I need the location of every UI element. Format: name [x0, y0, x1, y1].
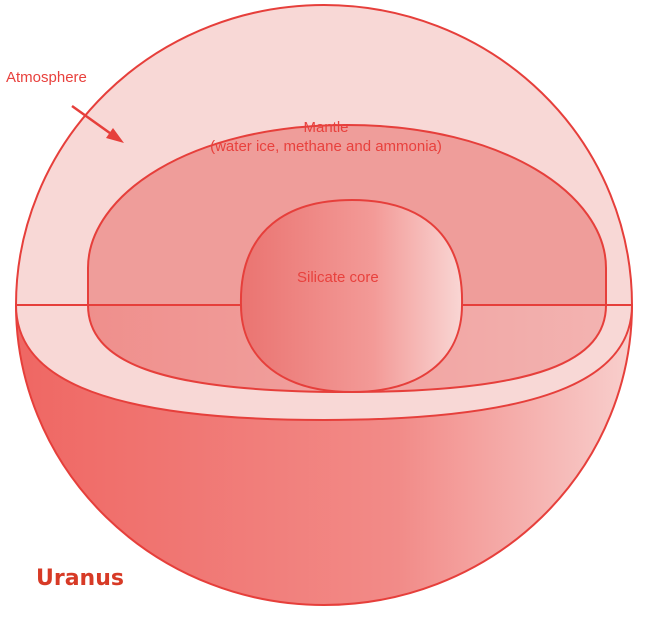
mantle-composition-label: (water ice, methane and ammonia): [176, 137, 476, 156]
planet-title: Uranus: [36, 565, 124, 593]
silicate-core-label: Silicate core: [297, 268, 379, 287]
atmosphere-label: Atmosphere: [6, 68, 87, 87]
mantle-label-group: Mantle (water ice, methane and ammonia): [176, 118, 476, 156]
silicate-core: [241, 200, 462, 392]
mantle-label: Mantle: [176, 118, 476, 137]
